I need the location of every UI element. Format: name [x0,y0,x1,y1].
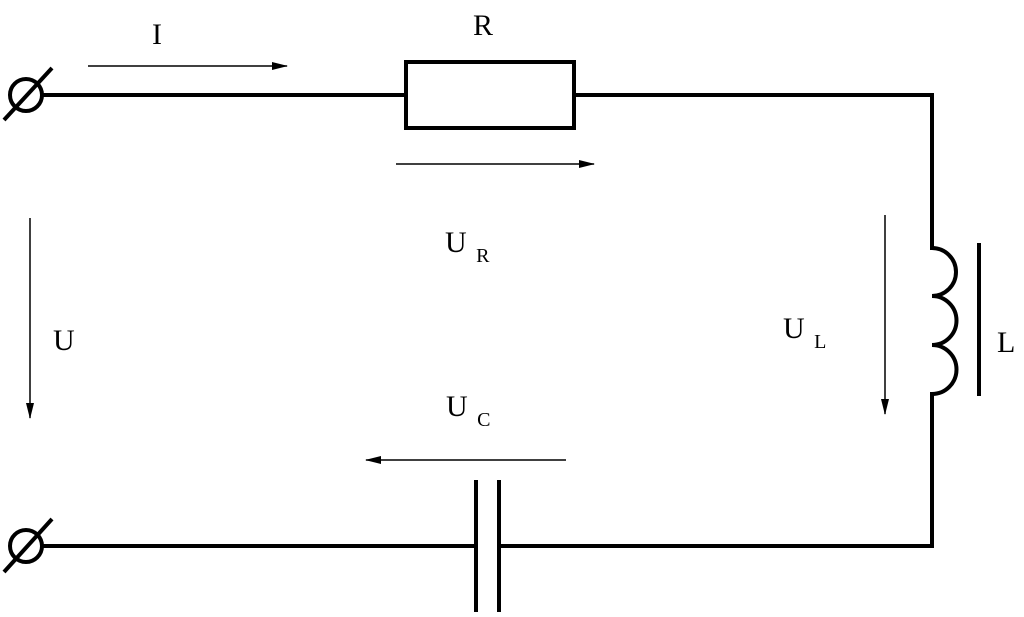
top-wire-right [572,93,934,250]
supply-voltage-label: U [53,324,75,357]
inductor-coil [929,245,959,397]
inductor-voltage-sub: L [814,331,826,353]
current-label: I [152,18,162,51]
capacitor-voltage-main: U [446,390,468,423]
resistor-label: R [473,9,493,42]
right-wire-lower [497,392,934,548]
capacitor-voltage-label: U C [446,390,491,431]
capacitor-symbol [474,480,501,612]
inductor-voltage-main: U [783,312,805,345]
inductor-label: L [997,326,1015,359]
resistor-voltage-main: U [445,226,467,259]
resistor-symbol [404,60,576,130]
resistor-voltage-sub: R [476,245,490,267]
capacitor-voltage-sub: C [477,409,490,431]
resistor-voltage-label: U R [445,226,490,267]
inductor-voltage-label: U L [783,312,826,353]
